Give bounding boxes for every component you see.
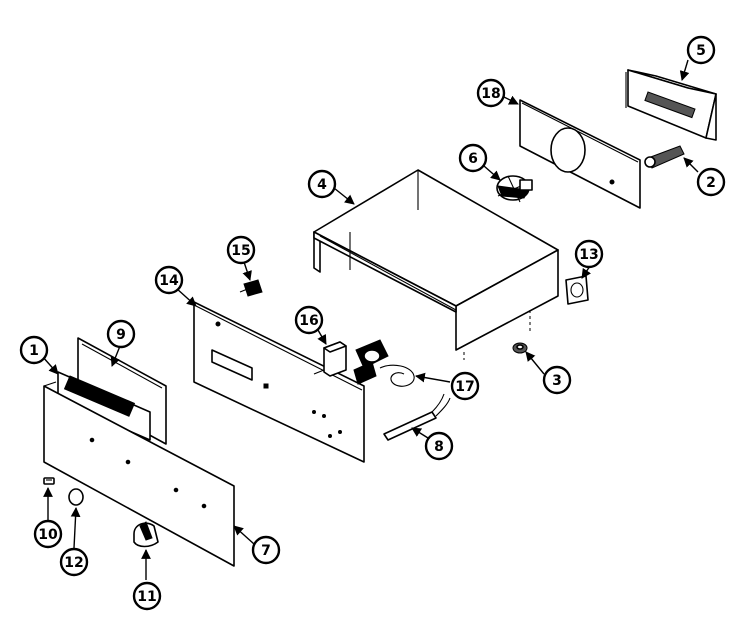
callout-label: 9 (116, 327, 126, 343)
control-board-part (57, 337, 167, 445)
callout-11: 11 (132, 581, 162, 611)
callout-7: 7 (251, 535, 281, 565)
grommet-part (565, 275, 589, 305)
callout-label: 3 (552, 373, 562, 389)
callout-2: 2 (696, 167, 726, 197)
callout-18: 18 (476, 78, 506, 108)
front-panel-part (43, 381, 235, 567)
vent-housing-part (625, 69, 717, 141)
relay-part (313, 341, 347, 377)
callout-label: 18 (481, 86, 500, 102)
connector-part (644, 145, 685, 169)
callout-14: 14 (154, 265, 184, 295)
callout-label: 8 (434, 439, 444, 455)
callout-label: 15 (231, 243, 250, 259)
callout-label: 14 (159, 273, 179, 289)
callout-6: 6 (458, 143, 488, 173)
button-cap-part (68, 488, 84, 506)
top-cover-part (313, 169, 559, 360)
callout-label: 4 (317, 177, 327, 193)
clip-part (239, 279, 263, 297)
callout-10: 10 (33, 519, 63, 549)
inner-panel-part (193, 301, 365, 463)
callout-12: 12 (59, 547, 89, 577)
callout-9: 9 (106, 319, 136, 349)
callout-8: 8 (424, 431, 454, 461)
callout-15: 15 (226, 235, 256, 265)
callout-label: 13 (579, 247, 598, 263)
callout-label: 16 (299, 313, 318, 329)
callout-label: 11 (137, 589, 156, 605)
nut-part (512, 342, 528, 354)
callout-13: 13 (574, 239, 604, 269)
callout-label: 5 (696, 43, 706, 59)
callout-5: 5 (686, 35, 716, 65)
callout-label: 1 (29, 343, 39, 359)
callout-17: 17 (450, 371, 480, 401)
leader-lines (41, 59, 699, 580)
callout-16: 16 (294, 305, 324, 335)
callout-label: 12 (64, 555, 83, 571)
knob-part (133, 521, 159, 548)
callout-label: 2 (706, 175, 716, 191)
callout-4: 4 (307, 169, 337, 199)
callout-3: 3 (542, 365, 572, 395)
wire-lead-part (383, 393, 451, 441)
callout-1: 1 (19, 335, 49, 365)
callout-label: 6 (468, 151, 478, 167)
back-plate-part (519, 99, 641, 209)
pin-part (43, 477, 55, 485)
fan-motor-part (496, 175, 533, 203)
callout-label: 10 (38, 527, 58, 543)
switch-assembly-part (353, 339, 415, 387)
callout-label: 7 (261, 543, 271, 559)
callout-label: 17 (455, 379, 474, 395)
